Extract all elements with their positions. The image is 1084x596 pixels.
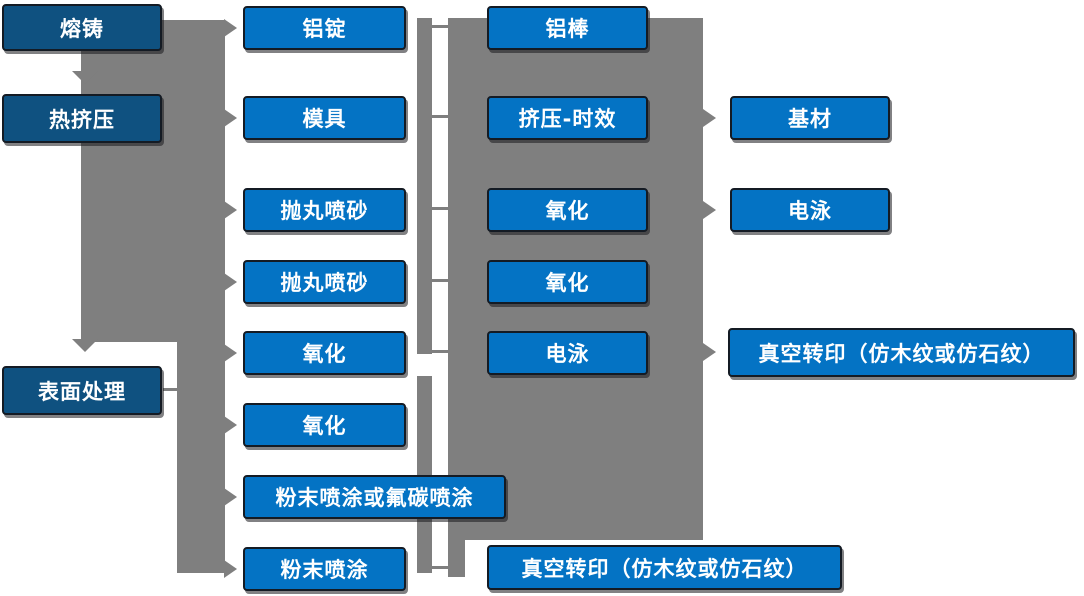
process-block-stub <box>448 540 465 577</box>
arrow-to-vacuum-transfer-output <box>703 343 716 361</box>
node-anodizing-1: 氧化 <box>243 331 406 375</box>
node-oxidation-2: 氧化 <box>487 260 648 304</box>
node-powder-or-fluorocarbon-coating: 粉末喷涂或氟碳喷涂 <box>243 475 506 519</box>
node-aluminum-ingot: 铝锭 <box>243 6 406 50</box>
tick-row3 <box>432 207 448 210</box>
node-vacuum-transfer-output: 真空转印（仿木纹或仿石纹） <box>728 328 1075 377</box>
arrow-to-aluminum-ingot <box>224 19 237 37</box>
collector-bar-lower <box>417 376 432 573</box>
tick-row8 <box>432 566 448 569</box>
node-anodizing-2: 氧化 <box>243 403 406 447</box>
arrow-to-powder-fluorocarbon <box>224 488 237 506</box>
node-melting-casting: 熔铸 <box>2 4 162 51</box>
arrow-to-electrophoresis-output <box>703 201 716 219</box>
node-aluminum-bar: 铝棒 <box>487 6 648 50</box>
tick-row2 <box>432 115 448 118</box>
arrow-to-shot-blast-1 <box>224 201 237 219</box>
node-vacuum-transfer-bottom: 真空转印（仿木纹或仿石纹） <box>487 545 842 590</box>
node-surface-treatment: 表面处理 <box>2 366 162 415</box>
node-extrusion-aging: 挤压-时效 <box>487 96 648 140</box>
arrow-extrusion-to-surface <box>72 339 98 352</box>
node-shot-blast-sandblast-2: 抛丸喷砂 <box>243 260 406 304</box>
tick-row1 <box>432 25 448 28</box>
arrow-to-powder-coating <box>224 560 237 578</box>
arrow-to-anodize-1 <box>224 344 237 362</box>
tick-row4 <box>432 279 448 282</box>
arrow-to-mold <box>224 109 237 127</box>
arrow-to-shot-blast-2 <box>224 273 237 291</box>
collector-bar-upper <box>417 18 432 354</box>
trunk-upper-band <box>81 20 225 342</box>
node-substrate: 基材 <box>730 96 890 140</box>
tick-row5 <box>432 350 448 353</box>
node-mold: 模具 <box>243 96 406 140</box>
node-shot-blast-sandblast-1: 抛丸喷砂 <box>243 188 406 232</box>
node-oxidation-1: 氧化 <box>487 188 648 232</box>
trunk-lower-band <box>177 338 225 573</box>
surface-treatment-link <box>163 388 177 391</box>
node-electrophoresis: 电泳 <box>487 331 648 375</box>
node-hot-extrusion: 热挤压 <box>2 94 162 143</box>
node-electrophoresis-output: 电泳 <box>730 188 890 232</box>
arrow-to-anodize-2 <box>224 416 237 434</box>
node-powder-coating: 粉末喷涂 <box>243 547 406 591</box>
arrow-to-substrate <box>703 109 716 127</box>
arrow-melting-to-extrusion <box>72 71 98 84</box>
